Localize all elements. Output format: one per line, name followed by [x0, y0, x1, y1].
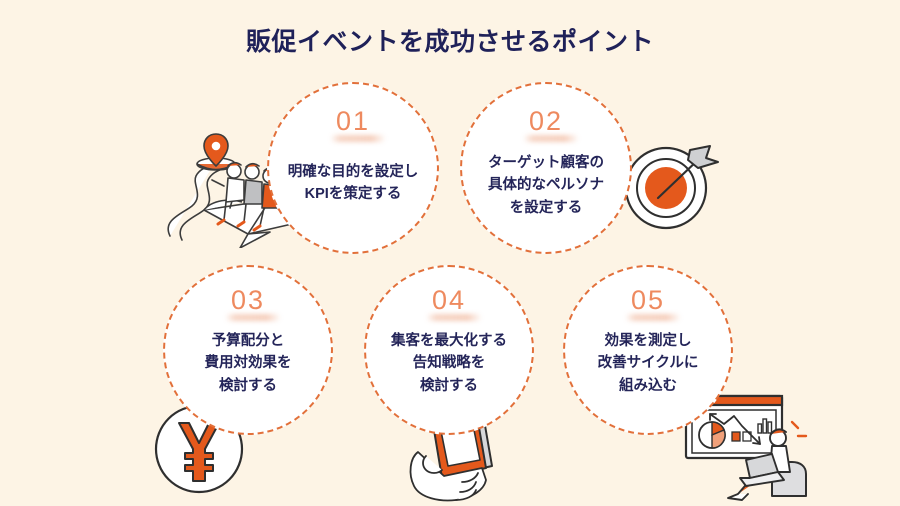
step-circle-04[interactable]: 04 集客を最大化する 告知戦略を 検討する	[364, 265, 534, 435]
analytics-dashboard-person-icon	[680, 388, 825, 506]
step-number-05: 05	[630, 285, 666, 315]
step-number-02: 02	[528, 106, 564, 136]
step-circle-01[interactable]: 01 明確な目的を設定し KPIを策定する	[267, 82, 439, 254]
step-number-04: 04	[431, 285, 467, 315]
step-circle-05[interactable]: 05 効果を測定し 改善サイクルに 組み込む	[563, 265, 733, 435]
step-caption-05: 効果を測定し 改善サイクルに 組み込む	[597, 333, 699, 394]
step-caption-04: 集客を最大化する 告知戦略を 検討する	[391, 333, 507, 394]
step-circle-02[interactable]: 02 ターゲット顧客の 具体的なペルソナ を設定する	[460, 82, 632, 254]
step-caption-01: 明確な目的を設定し KPIを策定する	[287, 164, 419, 203]
target-arrow-icon	[614, 128, 724, 238]
step-circle-03[interactable]: 03 予算配分と 費用対効果を 検討する	[163, 265, 333, 435]
step-number-03: 03	[230, 285, 266, 315]
page-title: 販促イベントを成功させるポイント	[245, 28, 654, 56]
step-caption-02: ターゲット顧客の 具体的なペルソナ を設定する	[488, 155, 604, 216]
step-number-01: 01	[335, 106, 371, 136]
step-caption-03: 予算配分と 費用対効果を 検討する	[204, 333, 292, 394]
